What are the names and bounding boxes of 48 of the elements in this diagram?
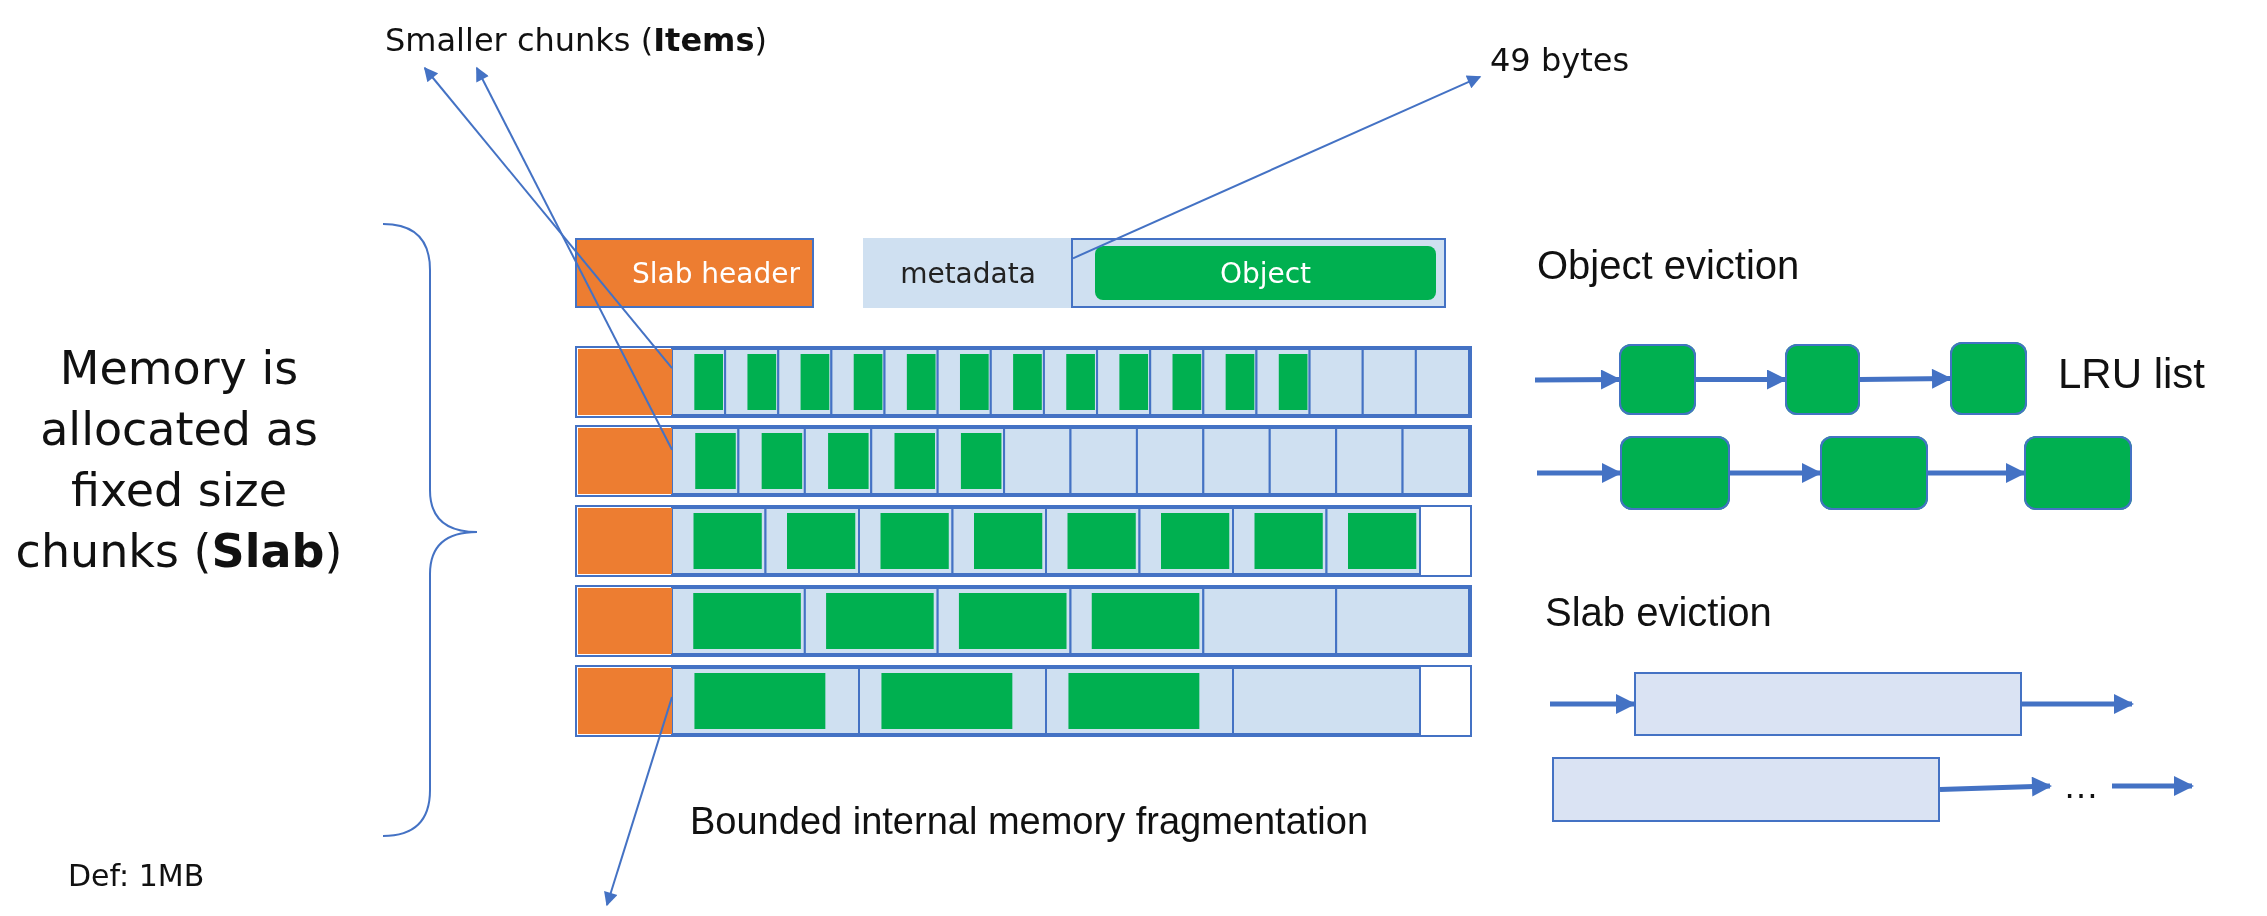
leader-line [475, 66, 673, 451]
arrow [1696, 369, 1787, 390]
slab-row [575, 665, 1472, 737]
arrow [1535, 369, 1621, 390]
arrow [1939, 776, 2052, 797]
arrow [2022, 694, 2134, 714]
caption-text: Bounded internal memory fragmentation [690, 800, 1369, 843]
slab-header-block [578, 668, 672, 734]
arrow [1928, 463, 2026, 483]
leader-line [1072, 75, 1482, 260]
list-label: LRU list [2058, 350, 2206, 398]
slab-header-block [578, 428, 672, 494]
slab-row [575, 505, 1472, 577]
object-segment [1095, 246, 1436, 300]
note-text: Def: 1MB [68, 858, 205, 893]
list-item-block [1619, 344, 1696, 415]
metadata-segment [863, 238, 1073, 308]
slab-header-block [578, 508, 672, 574]
callout-text: Smaller chunks (Items) [385, 21, 767, 59]
arrow [1859, 368, 1952, 389]
slab-header-block [578, 588, 672, 654]
item-layout-box [863, 238, 1446, 308]
section-heading: Object eviction [1537, 243, 1800, 288]
list-item-block [1950, 342, 2027, 415]
description-text: Memory is allocated as fixed size chunks (Slab) [14, 340, 344, 580]
callout-text: 49 bytes [1490, 41, 1630, 79]
slab-header-box [575, 238, 814, 308]
ellipsis-text: … [2063, 765, 2099, 807]
slab-bar [1634, 672, 2022, 736]
arrow [1550, 694, 1636, 714]
leader-line [423, 66, 673, 370]
slab-header-block [578, 349, 672, 415]
slab-row [575, 425, 1472, 497]
segment-label: metadata [900, 256, 1036, 290]
slab-row [575, 585, 1472, 657]
arrow [2112, 776, 2194, 796]
pointer-arrow [604, 696, 673, 907]
slab-row [575, 346, 1472, 418]
list-item-block [1620, 436, 1730, 510]
box-label: Slab header [631, 256, 800, 290]
section-heading: Slab eviction [1545, 590, 1772, 635]
arrow [1730, 463, 1822, 483]
list-item-block [1785, 344, 1860, 415]
segment-label: Object [1219, 256, 1312, 290]
arrow [1537, 463, 1622, 483]
list-item-block [2024, 436, 2132, 510]
list-item-block [1820, 436, 1928, 510]
slab-bar [1552, 757, 1940, 822]
